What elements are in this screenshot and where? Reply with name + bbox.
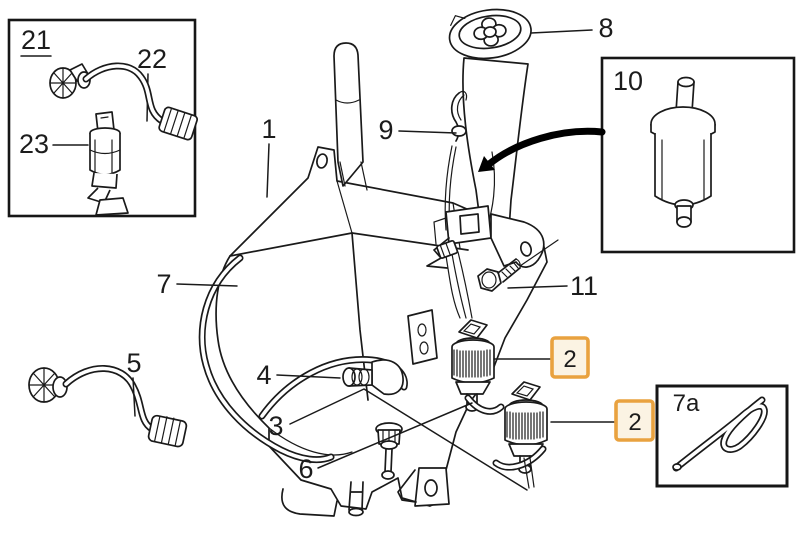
highlight-part2-rear[interactable]: 2 — [550, 399, 655, 442]
bolt-drawing — [477, 258, 521, 292]
grommet-drawing — [342, 359, 404, 396]
washer-pump-rear-drawing — [492, 381, 548, 489]
callout-7a: 7a — [673, 390, 700, 417]
harness-drawing — [28, 365, 188, 448]
leader-9 — [398, 130, 457, 134]
leader-6 — [317, 402, 473, 469]
inset-box-10: 10 — [600, 56, 796, 254]
part2-rear-highlight-box[interactable] — [614, 399, 655, 442]
part2-front-highlight-box[interactable] — [550, 336, 590, 379]
callout-7: 7 — [156, 269, 171, 299]
filter-location-arrow — [478, 127, 606, 172]
main-callouts: 1 9 8 7 11 4 3 6 5 — [126, 13, 614, 491]
tank-feet-drawing — [281, 467, 450, 517]
callout-9: 9 — [378, 115, 393, 145]
callout-23: 23 — [19, 129, 49, 159]
leader-8 — [530, 29, 593, 34]
kit-cable-drawing — [82, 62, 198, 141]
kit-pump-drawing — [87, 111, 129, 216]
washer-pump-front-drawing — [451, 319, 505, 415]
callout-5: 5 — [126, 348, 141, 378]
wraparound-hose-drawing — [198, 254, 335, 464]
leader-1 — [266, 143, 270, 198]
callout-1: 1 — [261, 114, 276, 144]
leader-11 — [507, 285, 568, 289]
inset-10-frame — [600, 56, 796, 254]
leader-7 — [176, 283, 238, 287]
callout-22: 22 — [137, 44, 167, 74]
inset-box-21: 21 22 23 — [7, 18, 198, 218]
inline-filter-drawing — [650, 76, 716, 228]
filler-cap-drawing — [448, 8, 532, 60]
mounting-bracket-drawing — [426, 205, 559, 269]
leader-5 — [132, 377, 136, 417]
callout-3: 3 — [268, 411, 283, 441]
callout-10: 10 — [613, 66, 643, 96]
highlight-part2-front[interactable]: 2 — [493, 336, 590, 379]
callout-4: 4 — [256, 360, 271, 390]
callout-8: 8 — [598, 13, 613, 43]
callout-6: 6 — [298, 454, 313, 484]
coiled-hose-drawing — [672, 396, 768, 472]
pump-wiring-drawing — [436, 239, 473, 319]
reservoir-assembly-drawing — [198, 8, 559, 517]
callout-2-rear: 2 — [628, 409, 641, 436]
leader-4 — [276, 374, 341, 379]
callout-21: 21 — [21, 25, 51, 55]
callout-2-front: 2 — [563, 346, 576, 373]
leader-3 — [289, 388, 528, 491]
inset-7a-frame — [655, 384, 789, 488]
callout-11: 11 — [570, 271, 598, 301]
vent-tube-drawing — [333, 42, 368, 191]
inset-box-7a: 7a — [655, 384, 789, 488]
